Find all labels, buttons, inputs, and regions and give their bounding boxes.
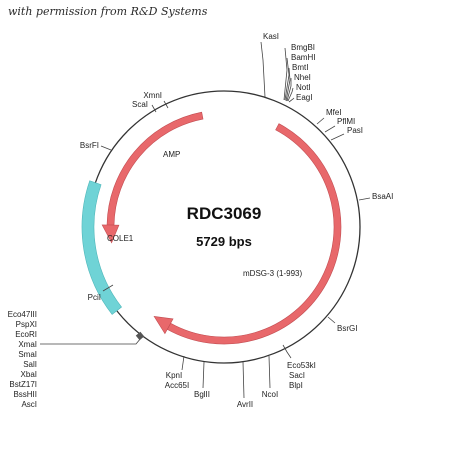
plasmid-size: 5729 bps [196,234,252,249]
leader-mfei [316,117,325,125]
site-label-xmni: XmnI [143,91,162,100]
site-label-noti: NotI [296,83,311,92]
leader-pflmi [324,125,336,133]
site-label-bsaai: BsaAI [372,192,393,201]
site-label-bsshii: BssHII [13,390,37,399]
feature-layer [81,111,342,345]
site-label-avrii: AvrII [237,400,253,409]
leader-avrii [242,361,245,399]
leader-eagi [288,97,295,103]
site-label-acc65i: Acc65I [165,381,189,390]
leader-scai [151,104,157,113]
leader-bmti [285,67,291,102]
site-label-eco47iii: Eco47III [8,310,37,319]
site-label-eagi: EagI [296,93,312,102]
site-labels-top: KasI BmgBI BamHI BmtI NheI NotI EagI [263,32,315,102]
site-label-pcii: PciI [88,293,101,302]
plasmid-name: RDC3069 [187,204,262,223]
leader-bamhi [284,57,290,101]
leader-bmgbi [283,47,288,101]
leader-bsrfi [100,145,112,151]
feature-label-cole1: COLE1 [107,234,134,243]
leader-xmni [163,100,169,109]
leader-noti [287,87,294,102]
leader-bsaai [358,197,371,201]
site-label-nhei: NheI [294,73,311,82]
leader-ncoi [268,355,271,389]
site-label-xmai: XmaI [18,340,37,349]
site-label-kpni: KpnI [166,371,182,380]
site-label-xbai: XbaI [21,370,37,379]
leader-bsrgi [327,316,336,324]
leader-pcii [102,284,114,292]
site-label-bmgbi: BmgBI [291,43,315,52]
site-label-ecori: EcoRI [15,330,37,339]
site-label-smai: SmaI [18,350,37,359]
permission-caption: with permission from R&D Systems [8,5,208,18]
site-label-saci: SacI [289,371,305,380]
site-label-bsrfi: BsrFI [80,141,99,150]
site-label-bmti: BmtI [292,63,308,72]
site-label-bamhi: BamHI [291,53,315,62]
leader-bglii [202,361,205,389]
feature-mdsg3-arrowhead [153,316,174,335]
feature-cole1-block [81,180,122,315]
backbone-circle [87,90,361,364]
feature-label-mdsg3: mDSG-3 (1-993) [243,269,302,278]
leader-eco53ki [282,344,292,359]
site-label-pflmi: PflMI [337,117,355,126]
site-label-bsrgi: BsrGI [337,324,357,333]
leader-kpni [181,355,185,371]
site-label-blpi: BlpI [289,381,303,390]
site-label-pasi: PasI [347,126,363,135]
leader-nhei [286,78,292,102]
feature-mdsg3-arc [166,123,342,345]
leader-left-cluster [40,337,142,345]
site-label-mfei: MfeI [326,108,342,117]
site-label-bstz17i: BstZ17I [9,380,37,389]
leader-pasi [330,133,345,141]
site-labels-left-cluster: Eco47III PspXI EcoRI XmaI SmaI SalI XbaI… [8,310,37,409]
leader-kasi [260,41,266,98]
feature-amp-arrowhead [101,224,120,244]
site-label-bglii: BglII [194,390,210,399]
site-marker [135,331,145,341]
site-label-ncoi: NcoI [262,390,278,399]
site-label-kasi: KasI [263,32,279,41]
site-label-sali: SalI [23,360,37,369]
site-label-asci: AscI [21,400,37,409]
feature-amp-arc [106,111,204,226]
site-label-eco53ki: Eco53kI [287,361,316,370]
site-label-pspxi: PspXI [16,320,37,329]
feature-label-amp: AMP [163,150,180,159]
site-label-scai: ScaI [132,100,148,109]
